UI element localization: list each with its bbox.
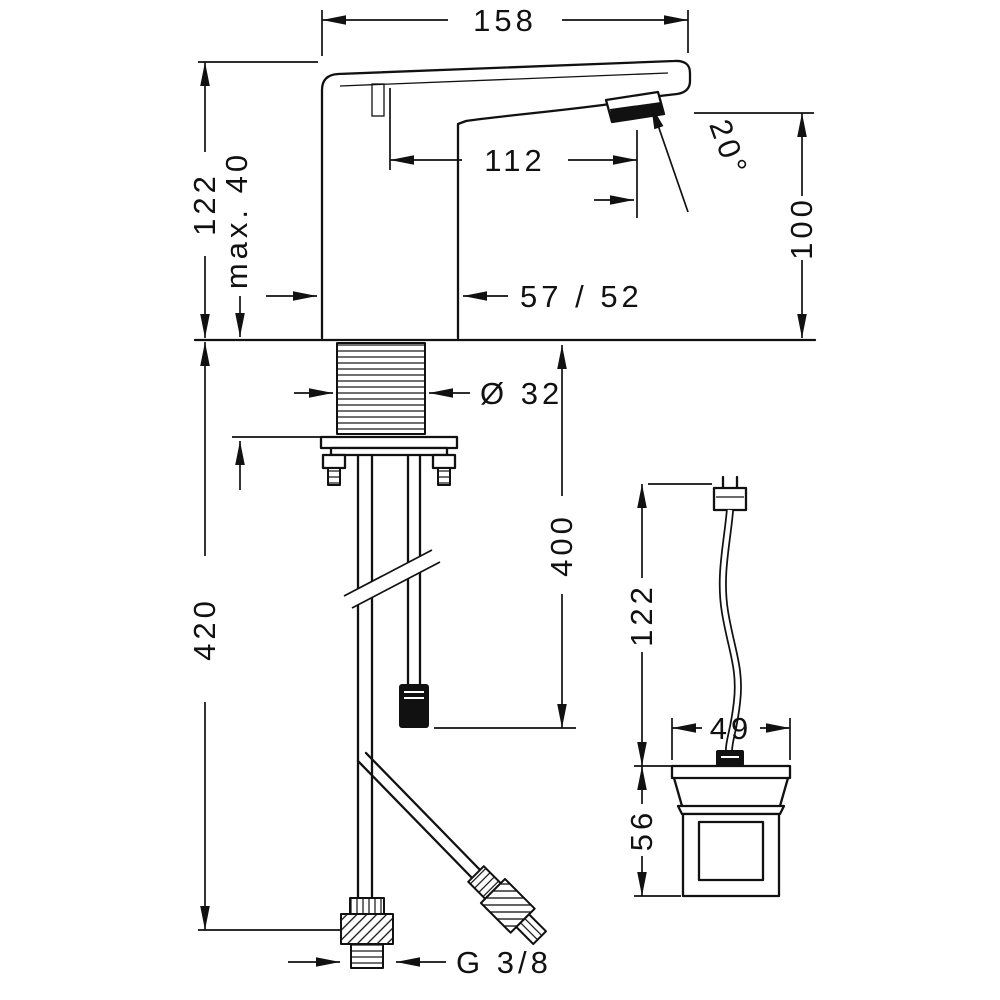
faucet-body-outline — [320, 59, 692, 340]
dimension-max-deck-thickness: max. 40 — [219, 151, 321, 490]
dimension-spout-reach: 112 — [389, 88, 638, 218]
spout-underside — [456, 102, 612, 340]
cable-plug — [399, 684, 429, 728]
spout-top-seam — [339, 72, 669, 87]
label-max-deck-thickness: max. 40 — [219, 151, 254, 289]
mounting-screws — [321, 453, 457, 486]
label-box-cable-height: 122 — [624, 583, 659, 647]
label-connection-thread: G 3/8 — [456, 945, 552, 980]
cable-connector — [712, 486, 748, 512]
control-box — [670, 764, 792, 898]
dimension-box-cable-height: 122 — [624, 483, 712, 767]
dimension-cable-length: 400 — [434, 345, 579, 729]
label-body-depth: 57 / 52 — [520, 279, 643, 314]
dimension-box-height: 56 — [624, 766, 681, 897]
dimension-box-width: 49 — [671, 711, 791, 760]
control-unit-detail — [670, 475, 792, 898]
supply-hoses — [356, 453, 484, 900]
label-overall-width: 158 — [473, 3, 537, 38]
dimension-connection-thread: G 3/8 — [288, 945, 552, 980]
label-box-width: 49 — [710, 711, 752, 746]
label-outlet-height: 100 — [784, 196, 819, 260]
mounting-flange — [319, 435, 459, 457]
sensor-window — [371, 83, 385, 117]
label-spout-reach: 112 — [484, 143, 545, 178]
aerator-outlet-band — [610, 102, 664, 122]
label-box-height: 56 — [624, 809, 659, 851]
label-shank-diameter: Ø 32 — [480, 376, 563, 411]
hose-break-marks — [343, 549, 441, 609]
label-hose-length: 420 — [187, 597, 222, 661]
label-cable-length: 400 — [544, 513, 579, 577]
angled-hose-fitting — [467, 865, 548, 946]
dimension-overall-width: 158 — [321, 3, 689, 56]
label-spout-angle: 20° — [702, 115, 755, 182]
label-height-above-deck: 122 — [187, 172, 222, 236]
mounting-shank — [336, 342, 426, 435]
dimension-height-above-deck: 122 — [187, 61, 318, 338]
dimension-shank-diameter: Ø 32 — [294, 376, 563, 411]
dimension-body-depth: 57 / 52 — [266, 279, 643, 314]
dimension-hose-length: 420 — [187, 342, 340, 931]
faucet-profile — [320, 59, 692, 340]
bottom-hose-fitting — [340, 897, 394, 969]
dimension-outlet-height: 100 — [694, 112, 819, 338]
